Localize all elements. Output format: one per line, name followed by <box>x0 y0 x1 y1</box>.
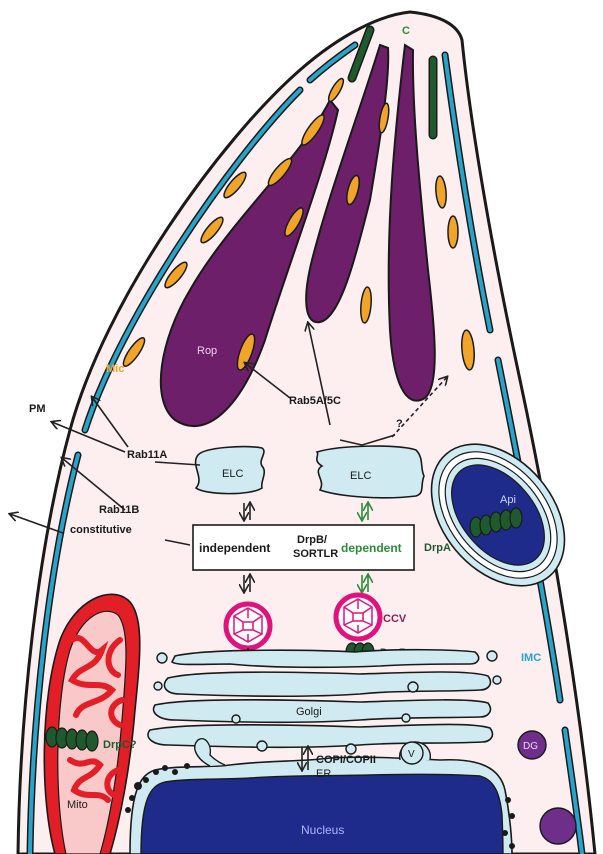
nucleus-label: Nucleus <box>301 823 344 837</box>
rab11b-label: Rab11B <box>99 504 139 516</box>
independent-label: independent <box>199 541 270 555</box>
apicoplast-label: Api <box>500 494 516 506</box>
rhoptry-label: Rop <box>197 345 217 357</box>
vacuole-label: V <box>408 749 415 760</box>
ccv-right <box>336 595 380 639</box>
imc-label: IMC <box>521 652 541 664</box>
microneme-label: Mic <box>106 363 124 375</box>
dependent-label: dependent <box>341 541 402 555</box>
rab11a-label: Rab11A <box>127 449 167 461</box>
elc-right-label: ELC <box>350 470 371 482</box>
unknown-label: ? <box>396 418 403 430</box>
mito-label: Mito <box>67 799 88 811</box>
drpb-sortlr-label-2: SORTLR <box>293 548 338 560</box>
dense-granule-2 <box>540 808 576 844</box>
ccv-label: CCV <box>383 613 407 625</box>
er-label: ER <box>316 768 331 780</box>
elc-left-label: ELC <box>222 468 243 480</box>
golgi-label: Golgi <box>296 706 322 718</box>
constitutive-label: constitutive <box>70 524 132 536</box>
drpc-label: DrpC? <box>103 739 137 751</box>
copi-copii-label: COPI/COPII <box>316 754 376 766</box>
drpa-label: DrpA <box>424 542 451 554</box>
dense-granule-label: DG <box>523 741 538 752</box>
drpb-sortlr-label-1: DrpB/ <box>297 534 327 546</box>
rab5-label: Rab5A/5C <box>289 395 341 407</box>
conoid-label: C <box>402 25 410 37</box>
pm-label: PM <box>29 403 46 415</box>
